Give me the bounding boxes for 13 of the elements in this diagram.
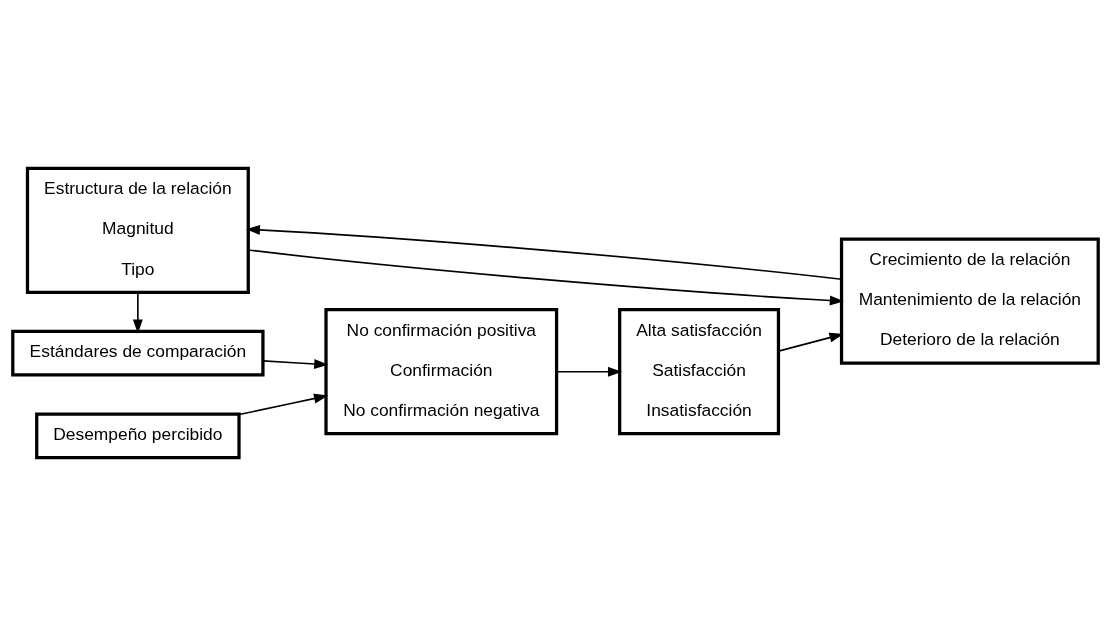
arrow <box>238 393 329 415</box>
node-box: Desempeño percibido <box>35 412 241 459</box>
node-box: Alta satisfacción Satisfacción Insatisfacción <box>618 307 781 435</box>
node-box: No confirmación positiva Confirmación No confirmación negativa <box>324 307 559 435</box>
arrow <box>247 248 844 305</box>
node-box: Estándares de comparación <box>11 329 265 377</box>
arrow <box>245 224 843 280</box>
node-box: Estructura de la relación Magnitud Tipo <box>25 166 250 294</box>
arrow <box>555 366 623 377</box>
arrow <box>777 332 844 352</box>
node-box: Crecimiento de la relación Mantenimiento de la relación Deterioro de la relación <box>839 236 1100 365</box>
arrow <box>132 291 143 334</box>
arrow <box>262 358 329 369</box>
